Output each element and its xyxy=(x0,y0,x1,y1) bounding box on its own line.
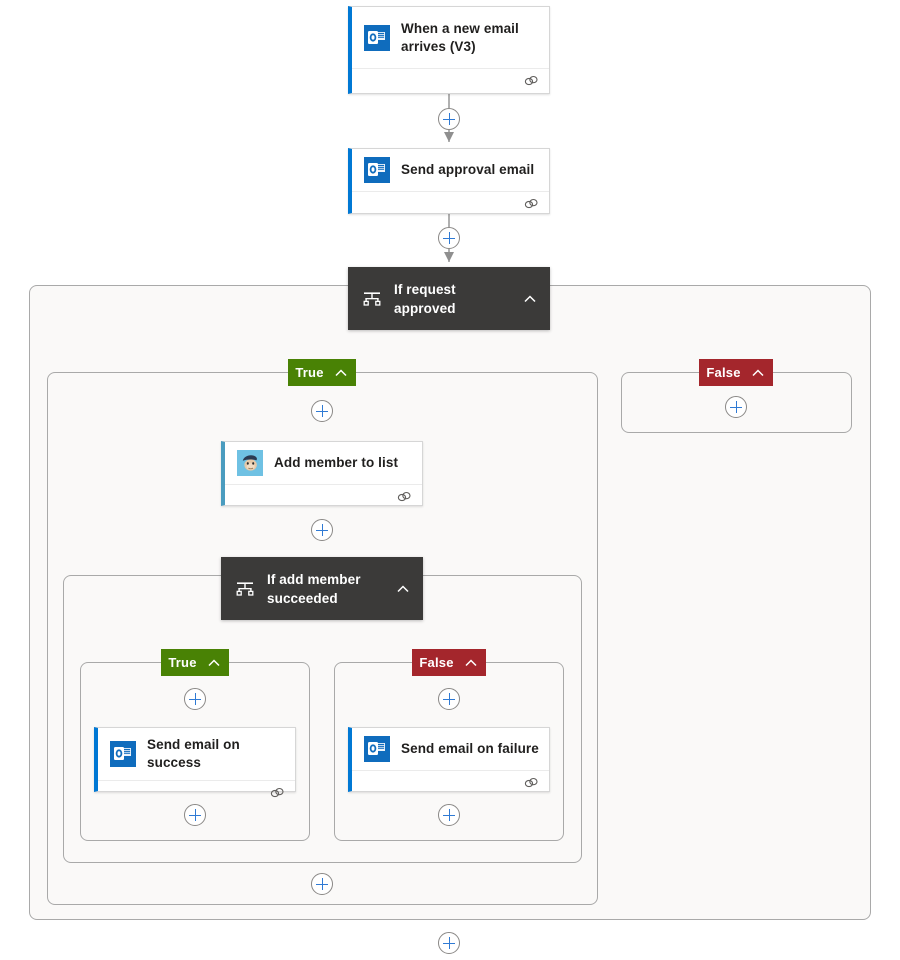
card-footer xyxy=(352,68,549,93)
outlook-icon xyxy=(110,741,136,767)
chain-link-icon[interactable] xyxy=(523,197,539,211)
chevron-up-icon[interactable] xyxy=(333,365,349,381)
card-send-email-on-failure[interactable]: Send email on failure xyxy=(348,727,550,792)
card-footer xyxy=(98,780,295,805)
condition-if-request-approved[interactable]: If request approved xyxy=(348,267,550,330)
card-header: Send approval email xyxy=(352,149,549,191)
add-step-inner-true-bottom[interactable] xyxy=(184,804,206,826)
branch-label: False xyxy=(419,655,454,670)
chevron-up-icon[interactable] xyxy=(206,655,222,671)
card-send-email-on-success[interactable]: Send email on success xyxy=(94,727,296,798)
card-title: When a new email arrives (V3) xyxy=(401,20,519,54)
card-header: Send email on failure xyxy=(352,728,549,770)
card-title: Add member to list xyxy=(274,455,399,470)
card-send-approval-email[interactable]: Send approval email xyxy=(348,148,550,214)
card-add-member-to-list[interactable]: Add member to list xyxy=(221,441,423,506)
chain-link-icon[interactable] xyxy=(396,490,412,504)
add-step-inner-false-bottom[interactable] xyxy=(438,804,460,826)
card-title: Send email on failure xyxy=(401,741,539,756)
card-footer xyxy=(352,770,549,795)
add-step-outer-true-top[interactable] xyxy=(311,400,333,422)
card-when-a-new-email-arrives[interactable]: When a new email arrives (V3) xyxy=(348,6,550,94)
condition-icon xyxy=(362,289,382,309)
branch-label: False xyxy=(706,365,741,380)
chevron-up-icon[interactable] xyxy=(463,655,479,671)
card-header: Send email on success xyxy=(98,728,295,780)
add-step-after-trigger[interactable] xyxy=(438,108,460,130)
mailchimp-icon xyxy=(237,450,263,476)
chevron-up-icon[interactable] xyxy=(750,365,766,381)
outlook-icon xyxy=(364,24,390,51)
add-step-after-add-member[interactable] xyxy=(311,519,333,541)
add-step-after-send-approval[interactable] xyxy=(438,227,460,249)
branch-label: True xyxy=(295,365,324,380)
card-header: Add member to list xyxy=(225,442,422,484)
branch-badge-outer-false[interactable]: False xyxy=(699,359,773,386)
chain-link-icon[interactable] xyxy=(523,74,539,88)
add-step-inner-false-top[interactable] xyxy=(438,688,460,710)
chevron-up-icon[interactable] xyxy=(522,291,538,307)
condition-title: If add member succeeded xyxy=(267,571,361,606)
add-step-outer-true-bottom[interactable] xyxy=(311,873,333,895)
condition-if-add-member-succeeded[interactable]: If add member succeeded xyxy=(221,557,423,620)
card-title: Send approval email xyxy=(401,162,535,177)
card-header: When a new email arrives (V3) xyxy=(352,7,549,68)
branch-badge-inner-false[interactable]: False xyxy=(412,649,486,676)
condition-title: If request approved xyxy=(394,281,456,316)
branch-label: True xyxy=(168,655,197,670)
card-footer xyxy=(225,484,422,509)
outlook-icon xyxy=(364,157,390,183)
branch-badge-outer-true[interactable]: True xyxy=(288,359,356,386)
condition-icon xyxy=(235,579,255,599)
add-step-end-of-flow[interactable] xyxy=(438,932,460,954)
card-footer xyxy=(352,191,549,216)
add-step-inner-true-top[interactable] xyxy=(184,688,206,710)
outlook-icon xyxy=(364,736,390,762)
chevron-up-icon[interactable] xyxy=(395,581,411,597)
card-title: Send email on success xyxy=(147,737,240,770)
branch-badge-inner-true[interactable]: True xyxy=(161,649,229,676)
chain-link-icon[interactable] xyxy=(523,776,539,790)
add-step-outer-false[interactable] xyxy=(725,396,747,418)
chain-link-icon[interactable] xyxy=(269,786,285,800)
